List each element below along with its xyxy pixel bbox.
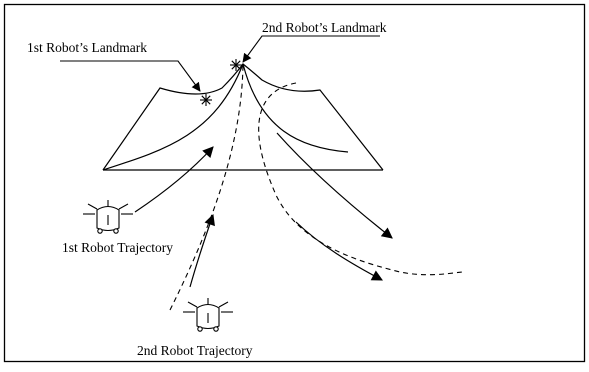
second-trajectory-label: 2nd Robot Trajectory: [137, 343, 253, 358]
second-robot-approach-arrow: [189, 213, 215, 288]
descent-arrow-upper: [276, 132, 393, 239]
second-landmark-label: 2nd Robot’s Landmark: [262, 20, 387, 35]
first-landmark-label: 1st Robot’s Landmark: [27, 40, 147, 55]
dashed-trajectory-right: [258, 82, 463, 276]
first-landmark-leader: [60, 60, 201, 92]
first-trajectory-label: 1st Robot Trajectory: [62, 240, 173, 255]
second-landmark-asterisk-icon: [230, 59, 242, 71]
hill-ridge-right: [242, 63, 349, 153]
first-robot-icon: [83, 200, 133, 234]
hill-outline: [102, 63, 384, 171]
dashed-trajectory-left: [169, 63, 244, 311]
second-landmark-leader: [242, 35, 380, 63]
first-robot-approach-arrow: [134, 146, 214, 213]
second-robot-icon: [183, 298, 233, 332]
figure-frame: [3, 3, 586, 363]
hill-ridge-left: [102, 63, 244, 171]
descent-arrow-lower: [295, 221, 383, 281]
first-landmark-asterisk-icon: [200, 94, 212, 106]
